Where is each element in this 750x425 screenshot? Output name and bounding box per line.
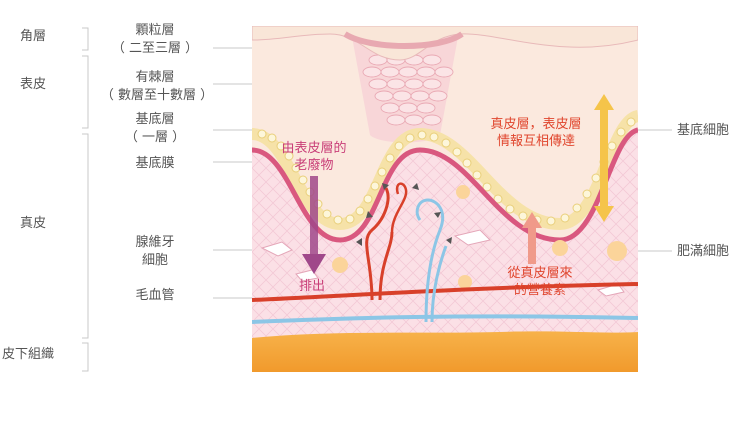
excrete-text: 排出 xyxy=(299,279,325,294)
horny-layer-label: 角層 xyxy=(20,29,47,44)
granular-layer-count: （ 二至三層 ） xyxy=(111,41,199,56)
nutrient-text-1: 從真皮層來 xyxy=(507,266,572,281)
mast-cells xyxy=(332,185,627,289)
epidermis-label: 表皮 xyxy=(20,77,47,92)
layer-brackets xyxy=(82,27,89,372)
capillary-label: 毛血管 xyxy=(135,288,175,303)
waste-text-2: 老廢物 xyxy=(294,158,333,173)
basal-layer-count: （ 一層 ） xyxy=(124,130,186,145)
basal-cell-label: 基底細胞 xyxy=(677,123,730,138)
subcutaneous-label: 皮下組織 xyxy=(2,347,55,362)
waste-arrow-head xyxy=(302,254,326,274)
info-text-2: 情報互相傳達 xyxy=(497,134,575,149)
subcutaneous-fat xyxy=(252,331,638,372)
basement-membrane-label: 基底膜 xyxy=(135,156,175,171)
capillary-vein xyxy=(252,314,638,324)
fibroblast-cells xyxy=(260,229,625,297)
capillary-branch-blue xyxy=(415,198,445,323)
nutrient-arrow-shaft xyxy=(528,226,536,264)
exchange-arrows xyxy=(356,183,452,246)
nutrient-text-2: 的營養素 xyxy=(514,282,566,298)
basal-layer-label: 基底層 xyxy=(135,112,175,127)
info-arrow-shaft xyxy=(600,108,608,208)
nutrient-arrow-head xyxy=(522,212,542,228)
info-arrow-head-down xyxy=(594,206,614,222)
info-text-1: 真皮層，表皮層 xyxy=(490,117,581,132)
waste-text-1: 由表皮層的 xyxy=(281,140,346,156)
spinous-layer-label: 有棘層 xyxy=(135,70,175,85)
capillary-branch-red xyxy=(365,187,390,301)
granular-layer-label: 顆粒層 xyxy=(135,23,175,38)
info-arrow-head-up xyxy=(594,94,614,110)
mast-cell-label: 肥滿細胞 xyxy=(677,244,730,259)
dermis-label: 真皮 xyxy=(20,216,47,231)
spinous-layer-count: （ 數層至十數層 ） xyxy=(100,88,214,103)
capillary-artery xyxy=(252,282,638,302)
fibroblast-label-2: 細胞 xyxy=(141,253,168,268)
granular-layer xyxy=(343,31,464,49)
fibroblast-label: 腺維牙 xyxy=(135,235,175,250)
waste-arrow-shaft xyxy=(310,176,318,256)
